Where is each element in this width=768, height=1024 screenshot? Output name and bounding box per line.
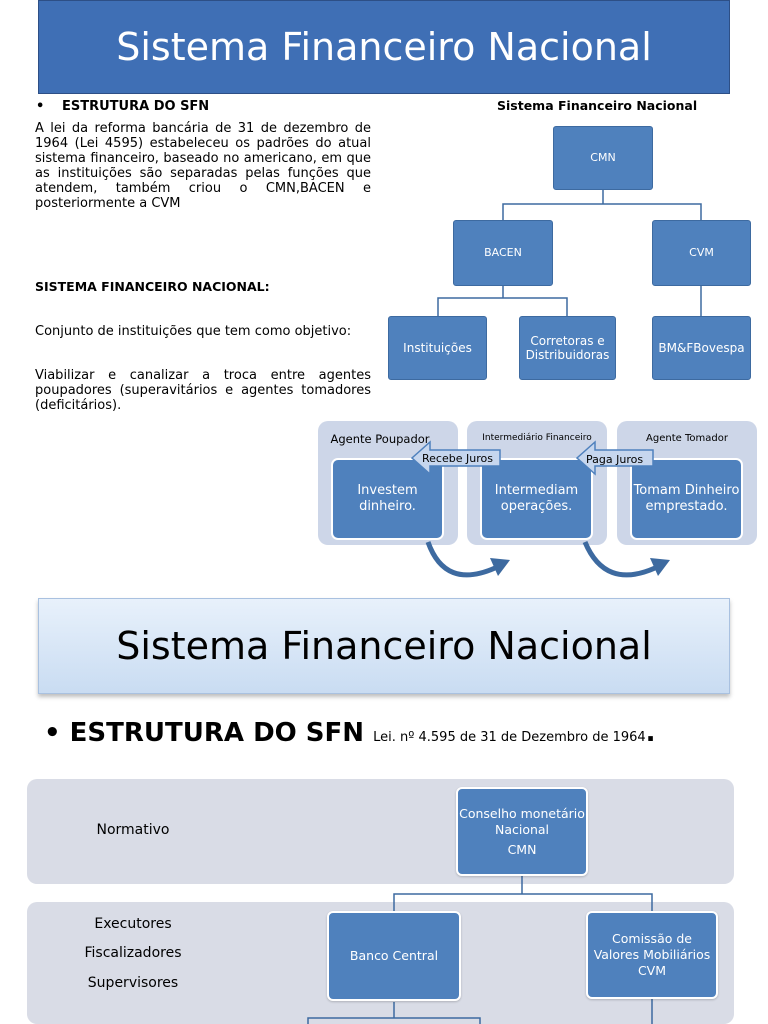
paga-juros-arrow [575, 440, 654, 476]
cvm-box: Comissão de Valores Mobiliários CVM [586, 911, 718, 999]
org-instituicoes-box: Instituições [388, 316, 487, 380]
paga-juros-label: Paga Juros [586, 453, 644, 466]
banco-central-box: Banco Central [327, 911, 461, 1001]
bullet-dot: • [44, 718, 70, 748]
cmn-box-text: Conselho monetário Nacional [459, 805, 585, 837]
executores-label: Executores [94, 916, 172, 932]
bullet-dot: • [36, 99, 45, 114]
supervisores-label: Supervisores [87, 975, 179, 991]
poupador-box: Investem dinheiro. [331, 458, 444, 540]
org-chart-title: Sistema Financeiro Nacional [497, 98, 698, 113]
org-cmn-box: CMN [553, 126, 653, 190]
curve-arrow-left [425, 541, 497, 578]
flow-arrows [410, 440, 670, 578]
slide1-title: Sistema Financeiro Nacional [38, 0, 730, 94]
cmn-box-abbr: CMN [507, 841, 537, 857]
intermediario-label: Intermediário Financeiro [482, 433, 592, 443]
slide1-section-heading: SISTEMA FINANCEIRO NACIONAL: [35, 279, 270, 294]
normativo-label: Normativo [96, 822, 170, 838]
recebe-juros-arrow [410, 440, 501, 476]
bullet-text: ESTRUTURA DO SFN [62, 99, 210, 114]
intermediario-box: Intermediam operações. [480, 458, 593, 540]
cmn-box: Conselho monetário Nacional CMN [456, 787, 588, 876]
poupador-label: Agente Poupador [330, 432, 430, 446]
org-cvm-box: CVM [652, 220, 751, 286]
slide1-definition: Conjunto de instituições que tem como ob… [35, 324, 352, 339]
curve-arrow-right [582, 541, 657, 578]
tomador-label: Agente Tomador [646, 433, 728, 444]
tomador-box: Tomam Dinheiro emprestado. [630, 458, 743, 540]
slide1-bullet: • ESTRUTURA DO SFN [36, 99, 209, 114]
org-bmf-box: BM&FBovespa [652, 316, 751, 380]
fiscalizadores-label: Fiscalizadores [84, 945, 182, 961]
slide2-bullet: • ESTRUTURA DO SFN Lei. nº 4.595 de 31 d… [44, 718, 656, 748]
slide2-title: Sistema Financeiro Nacional [38, 598, 730, 694]
bullet-note: Lei. nº 4.595 de 31 de Dezembro de 1964 [373, 730, 646, 745]
bullet-text: ESTRUTURA DO SFN [69, 718, 365, 748]
slide1-purpose: Viabilizar e canalizar a troca entre age… [35, 368, 371, 413]
slide1-paragraph: A lei da reforma bancária de 31 de dezem… [35, 121, 371, 211]
recebe-juros-label: Recebe Juros [422, 452, 493, 465]
org-connectors [437, 190, 702, 316]
slide2-connectors [307, 876, 653, 1024]
org-bacen-box: BACEN [453, 220, 553, 286]
band-normativo [27, 779, 734, 884]
org-corretoras-box: Corretoras e Distribuidoras [519, 316, 616, 380]
